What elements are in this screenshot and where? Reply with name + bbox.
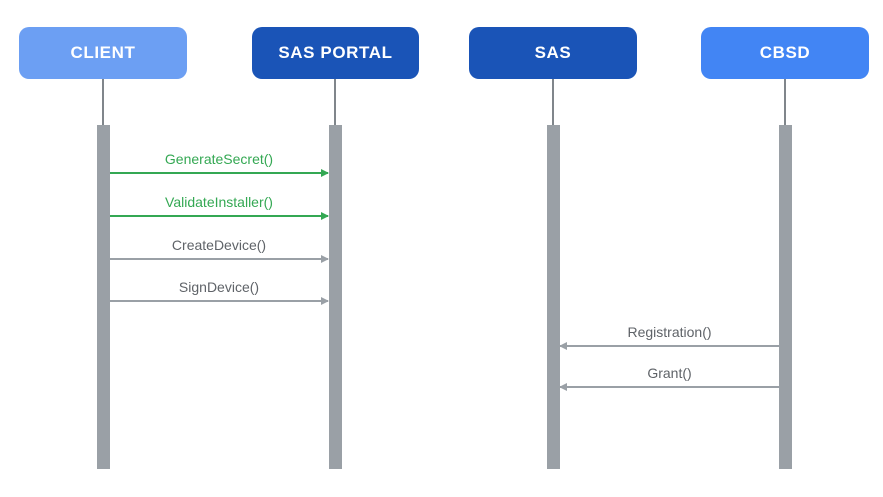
arrow-right-icon bbox=[110, 215, 328, 217]
activation-bar-sas-portal bbox=[329, 125, 342, 469]
message-label: Grant() bbox=[647, 365, 692, 381]
actor-label-sas: SAS bbox=[534, 43, 572, 62]
message-label: GenerateSecret() bbox=[164, 151, 274, 167]
activation-bar-sas bbox=[547, 125, 560, 469]
actor-box-sas: SAS bbox=[469, 27, 637, 79]
actor-label-sas-portal: SAS PORTAL bbox=[278, 43, 393, 62]
message-label: Registration() bbox=[627, 324, 712, 340]
message-generate-secret: GenerateSecret() bbox=[110, 150, 328, 176]
arrow-right-icon bbox=[110, 258, 328, 260]
actor-label-cbsd: CBSD bbox=[759, 43, 811, 62]
message-grant: Grant() bbox=[560, 364, 779, 390]
actor-box-sas-portal: SAS PORTAL bbox=[252, 27, 419, 79]
message-label: ValidateInstaller() bbox=[165, 194, 273, 210]
arrow-left-icon bbox=[560, 345, 779, 347]
lifeline-cbsd bbox=[784, 79, 786, 125]
activation-bar-client bbox=[97, 125, 110, 469]
actor-box-cbsd: CBSD bbox=[701, 27, 869, 79]
message-sign-device: SignDevice() bbox=[110, 278, 328, 304]
message-registration: Registration() bbox=[560, 323, 779, 349]
lifeline-client bbox=[102, 79, 104, 125]
arrow-right-icon bbox=[110, 300, 328, 302]
message-label: CreateDevice() bbox=[171, 237, 267, 253]
actor-box-client: CLIENT bbox=[19, 27, 187, 79]
lifeline-sas-portal bbox=[334, 79, 336, 125]
activation-bar-cbsd bbox=[779, 125, 792, 469]
lifeline-sas bbox=[552, 79, 554, 125]
message-validate-installer: ValidateInstaller() bbox=[110, 193, 328, 219]
actor-label-client: CLIENT bbox=[70, 43, 136, 62]
arrow-left-icon bbox=[560, 386, 779, 388]
arrow-right-icon bbox=[110, 172, 328, 174]
message-create-device: CreateDevice() bbox=[110, 236, 328, 262]
message-label: SignDevice() bbox=[178, 279, 260, 295]
